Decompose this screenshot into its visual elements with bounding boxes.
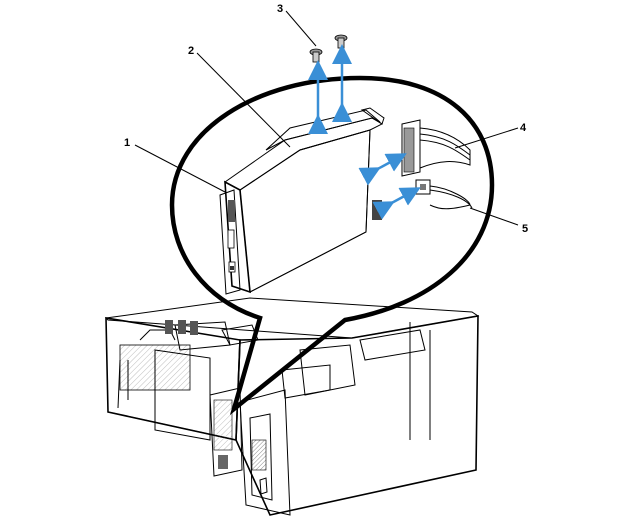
drive-icon — [219, 107, 385, 295]
magnified-callout-bubble — [169, 75, 495, 416]
screw-icon — [309, 34, 348, 63]
callout-5: 5 — [522, 223, 528, 235]
callout-4: 4 — [520, 122, 527, 134]
cable-icon — [401, 119, 473, 210]
cable-connection-arrows — [358, 153, 421, 220]
screw-removal-arrows — [308, 44, 352, 134]
leader-lines — [134, 10, 519, 226]
callout-2: 2 — [188, 45, 194, 57]
callout-3: 3 — [277, 3, 283, 15]
callout-1: 1 — [124, 137, 130, 149]
computer-chassis-icon — [104, 297, 480, 516]
